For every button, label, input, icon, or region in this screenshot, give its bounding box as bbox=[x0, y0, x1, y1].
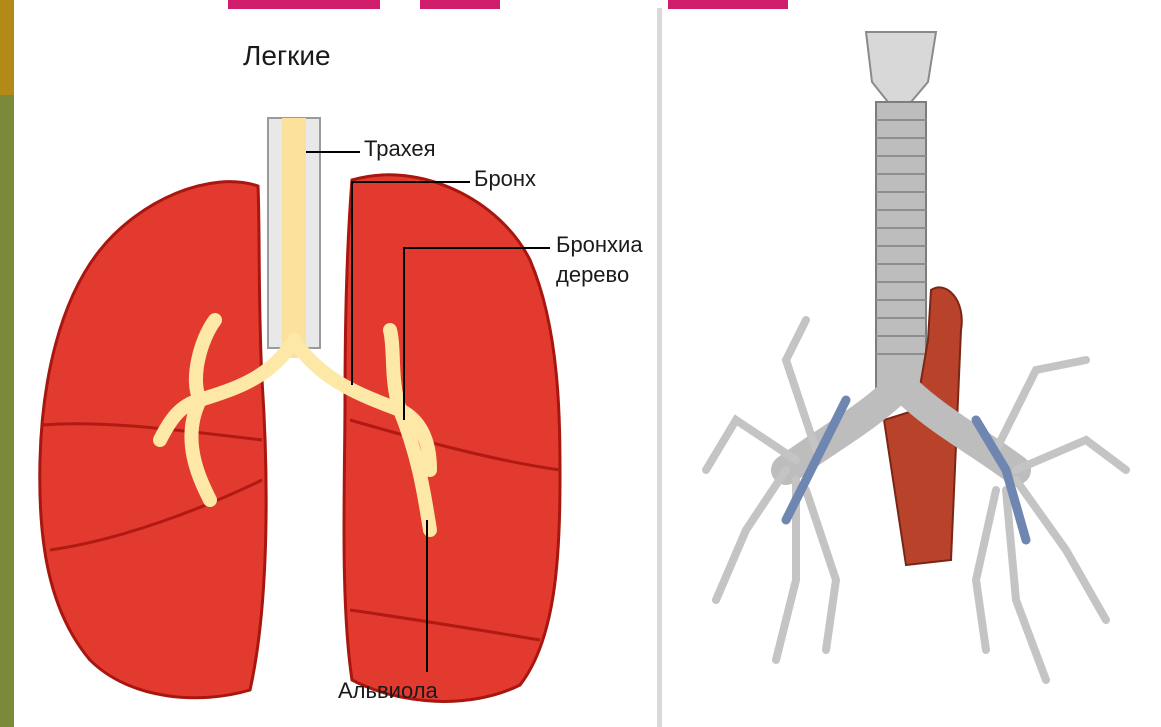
bronchus-label: Бронх bbox=[474, 166, 536, 192]
left-bronchial-branches bbox=[706, 320, 836, 660]
bronchial-tree-illustration bbox=[666, 0, 1161, 727]
right-lung bbox=[344, 175, 560, 702]
panel-divider bbox=[657, 8, 662, 727]
bronchial-tree-label-line1: Бронхиа bbox=[556, 232, 643, 258]
right-bronchial-branches bbox=[976, 360, 1126, 680]
left-lung bbox=[40, 182, 266, 698]
bronchial-tree-label-line2: дерево bbox=[556, 262, 629, 288]
trachea-label: Трахея bbox=[364, 136, 436, 162]
diagram-title: Легкие bbox=[243, 40, 331, 72]
larynx-shape bbox=[866, 32, 936, 102]
trachea-lumen bbox=[282, 118, 306, 358]
lungs-illustration bbox=[0, 0, 660, 727]
alveola-label: Альвиола bbox=[338, 678, 438, 704]
